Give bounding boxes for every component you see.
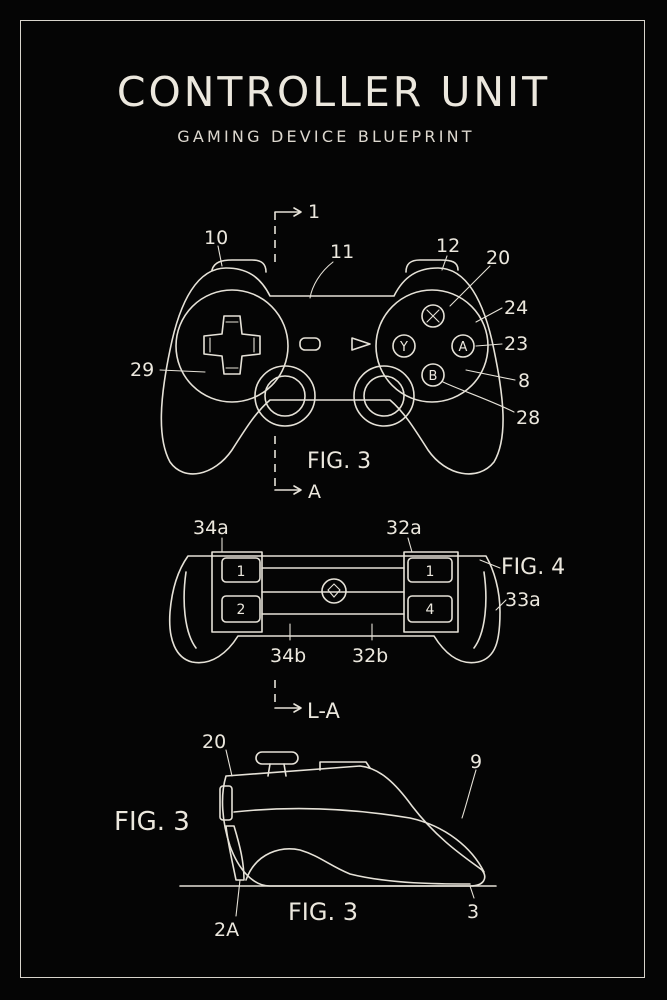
section-marker-1: 1	[308, 201, 320, 223]
side-grip-curve	[245, 848, 471, 885]
left-stick-inner	[264, 375, 306, 417]
button-r1	[407, 557, 453, 583]
section-marker-la: L-A	[307, 699, 340, 723]
side-top-button	[319, 761, 371, 771]
callout-34a: 34a	[193, 517, 229, 539]
fig-label-side-bottom: FIG. 3	[288, 898, 358, 926]
callout-29: 29	[130, 359, 154, 381]
a-button	[451, 334, 475, 358]
section-arrowhead-bottom	[293, 485, 302, 495]
leader-9	[461, 769, 477, 819]
fig-label-front: FIG. 4	[501, 555, 565, 580]
leader-32a	[407, 537, 413, 553]
callout-28: 28	[516, 407, 540, 429]
callout-23: 23	[504, 333, 528, 355]
y-button-label: Y	[399, 340, 408, 355]
poster-frame	[20, 20, 645, 978]
callout-34b: 34b	[270, 645, 306, 667]
callout-32b: 32b	[352, 645, 388, 667]
leader-20	[449, 265, 491, 307]
callout-11: 11	[330, 241, 354, 263]
leader-11	[309, 261, 334, 299]
button-l1	[221, 557, 261, 583]
callout-2a: 2A	[214, 919, 239, 941]
dpad-area	[175, 289, 289, 403]
dpad-arrows	[209, 321, 255, 369]
button-r1-label: 1	[426, 564, 435, 580]
front-center-port	[321, 578, 347, 604]
leader-23	[475, 343, 503, 347]
section-arrowhead-top	[293, 207, 302, 217]
front-grip-left-inner	[183, 571, 197, 649]
callout-20-side: 20	[202, 731, 226, 753]
callout-3: 3	[467, 901, 479, 923]
start-button	[351, 337, 371, 351]
right-stick-inner	[363, 375, 405, 417]
dpad	[203, 315, 261, 375]
poster-subtitle: GAMING DEVICE BLUEPRINT	[177, 127, 475, 146]
callout-12: 12	[436, 235, 460, 257]
side-stick-cap	[255, 751, 299, 765]
shoulder-right	[405, 259, 459, 273]
side-view-diagram: 20 9 FIG. 3 FIG. 3 2A 3	[114, 731, 497, 941]
side-body-outline	[221, 765, 486, 887]
side-trigger-r1	[219, 785, 233, 821]
leader-24	[475, 307, 503, 323]
callout-9: 9	[470, 751, 482, 773]
callout-20: 20	[486, 247, 510, 269]
leader-29	[159, 369, 206, 373]
callout-33a: 33a	[505, 589, 541, 611]
fig-label-top: FIG. 3	[307, 449, 371, 474]
front-body-lines	[261, 567, 405, 615]
callout-32a: 32a	[386, 517, 422, 539]
shoulder-left	[211, 259, 267, 273]
button-r2-label: 4	[426, 602, 435, 618]
button-l2-label: 2	[237, 602, 246, 618]
leader-10	[217, 245, 223, 267]
poster-title: CONTROLLER UNIT	[116, 68, 551, 116]
section-marker-a: A	[308, 481, 321, 503]
front-right-trigger-housing	[403, 551, 459, 633]
callout-10: 10	[204, 227, 228, 249]
cross-button	[421, 304, 445, 328]
select-button	[299, 337, 321, 351]
y-button	[392, 334, 416, 358]
front-grip-right-inner	[473, 571, 487, 649]
side-trigger-r2	[225, 825, 245, 881]
button-l1-label: 1	[237, 564, 246, 580]
callout-24: 24	[504, 297, 528, 319]
front-body-outline	[168, 555, 501, 664]
leader-28	[442, 381, 515, 413]
a-button-label: A	[459, 340, 468, 355]
leader-8	[465, 369, 516, 381]
left-stick-outer	[254, 365, 316, 427]
top-view-diagram: Y A B 1	[130, 201, 540, 503]
controller-body-outline	[160, 267, 504, 475]
section-arrowhead-la	[293, 703, 302, 713]
leader-20-side	[225, 749, 233, 777]
callout-8: 8	[518, 370, 530, 392]
b-button	[421, 363, 445, 387]
b-button-label: B	[429, 369, 438, 384]
front-left-trigger-housing	[211, 551, 263, 633]
side-body-curve	[233, 807, 485, 873]
front-view-diagram: 1 2 1 4 34a 32a FIG. 4 33a 34b 32b L-A	[168, 517, 565, 723]
side-stick-shaft	[267, 763, 287, 777]
cross-icon	[426, 309, 440, 323]
leader-12	[441, 255, 448, 271]
face-button-area	[375, 289, 489, 403]
leader-3	[469, 885, 475, 899]
leader-fig4	[479, 559, 501, 569]
leader-2a	[235, 879, 241, 917]
leader-33a	[495, 599, 507, 611]
button-r2	[407, 595, 453, 623]
fig-label-side-left: FIG. 3	[114, 807, 190, 837]
front-center-icon	[327, 583, 341, 598]
button-l2	[221, 595, 261, 623]
right-stick-outer	[353, 365, 415, 427]
